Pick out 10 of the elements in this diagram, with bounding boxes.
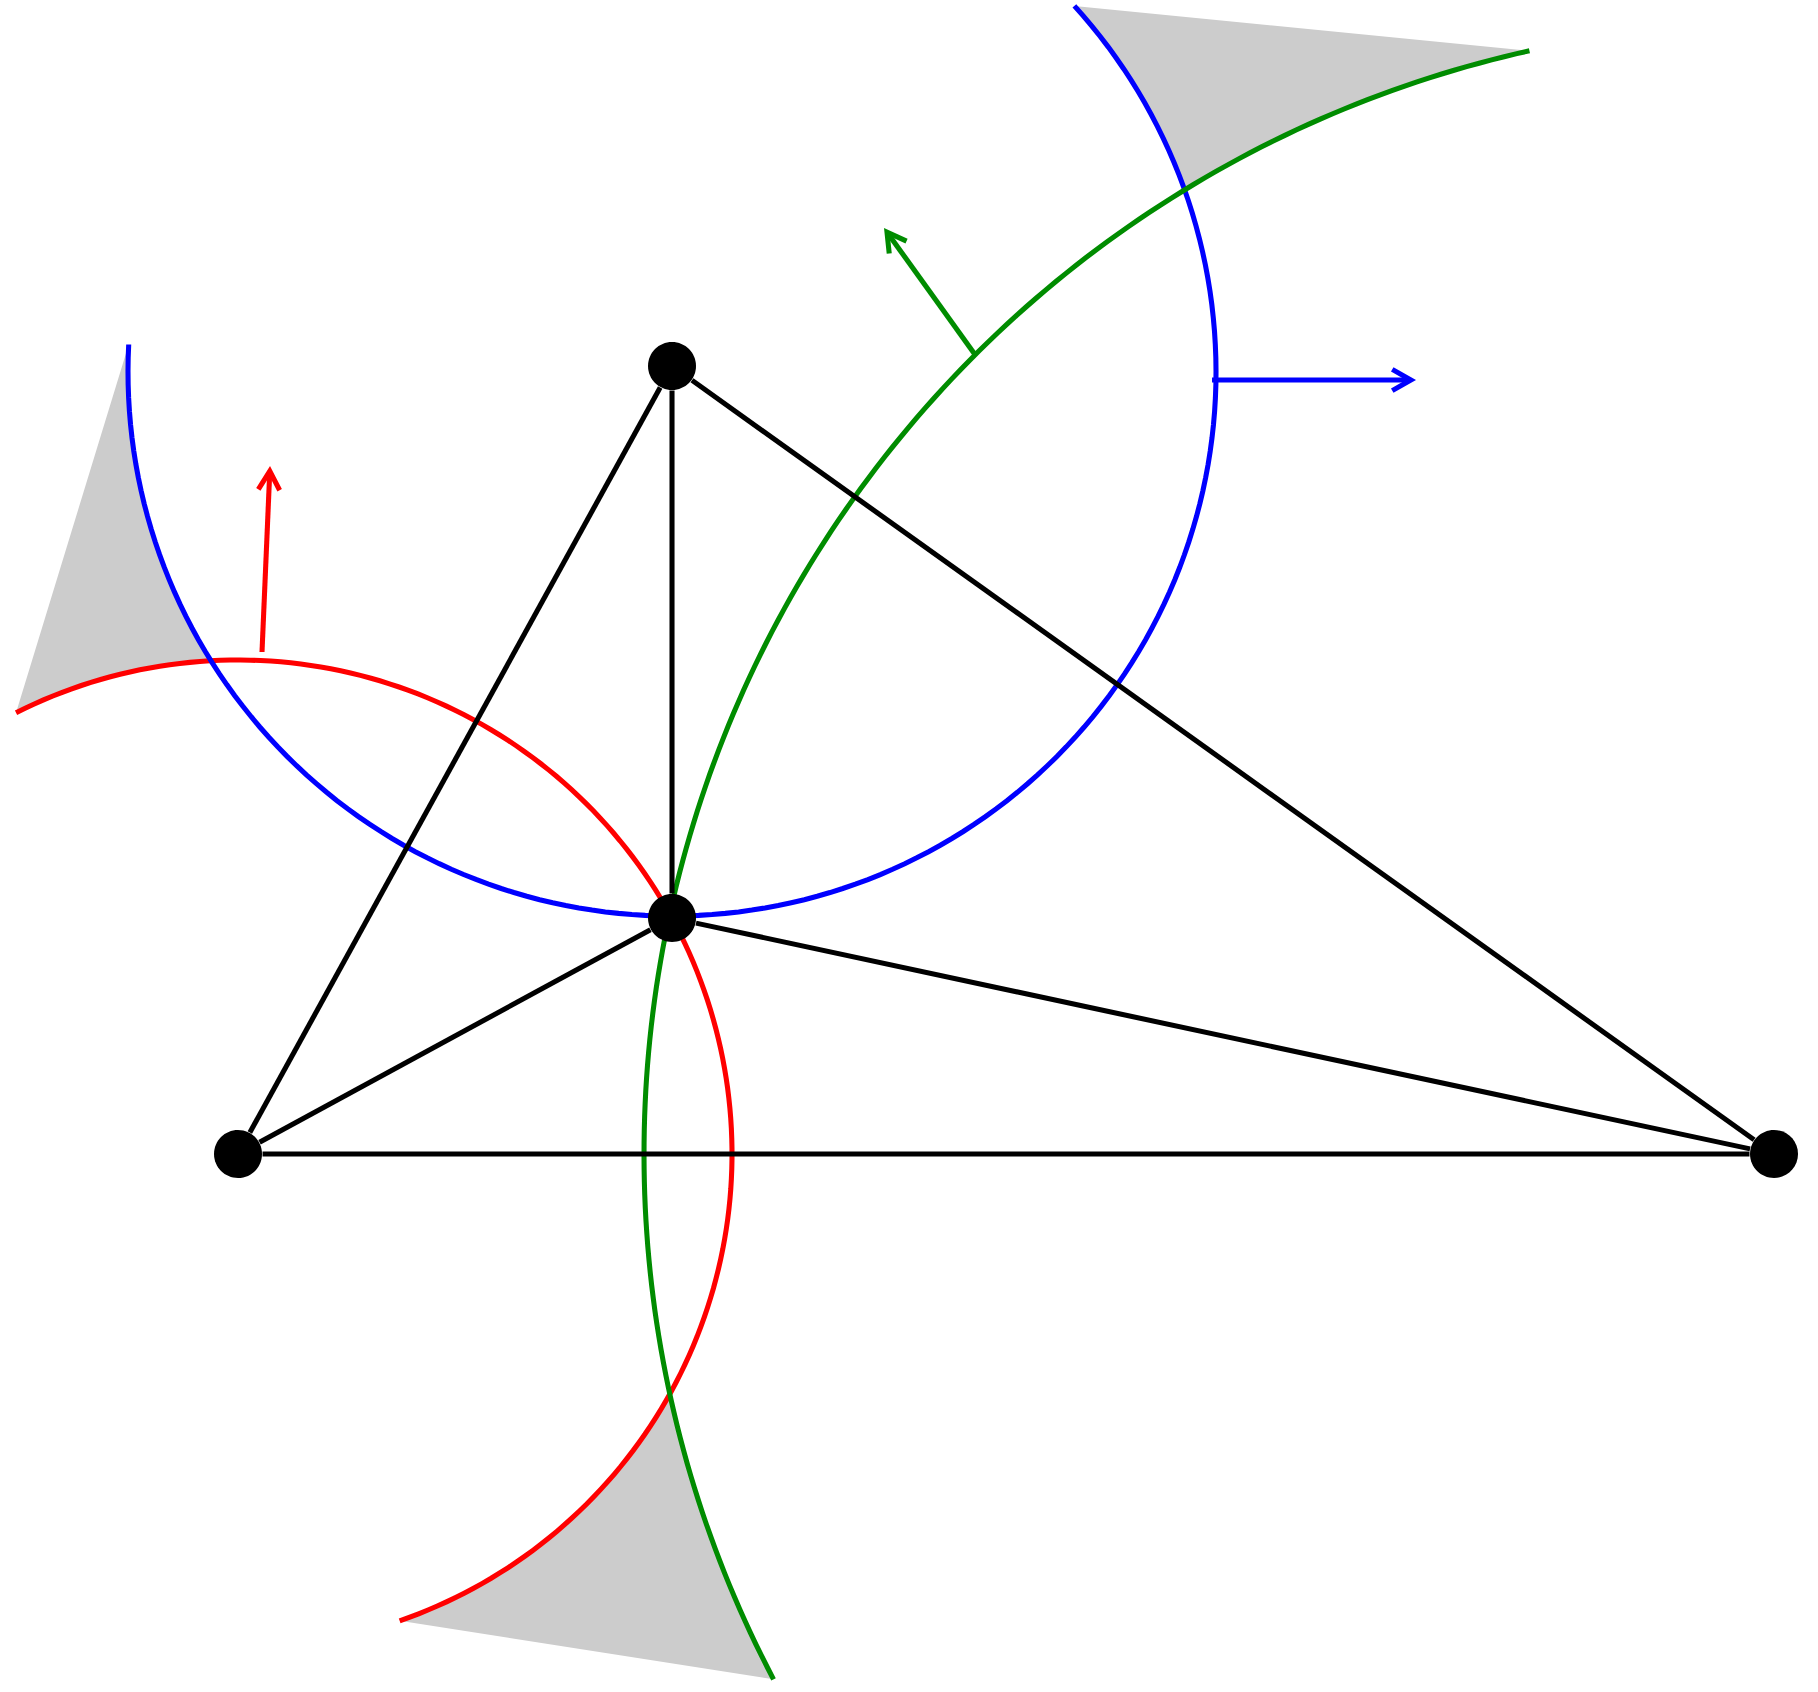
line-segment <box>695 920 1751 1152</box>
line-segment <box>247 386 663 1134</box>
line-segment <box>690 378 1756 1142</box>
line-segment <box>258 927 652 1145</box>
point-dot <box>214 1130 262 1178</box>
point-dot <box>1750 1130 1798 1178</box>
point-dot <box>648 894 696 942</box>
line-segment <box>262 1151 1750 1157</box>
line-segment <box>669 390 675 894</box>
point-dot <box>648 342 696 390</box>
